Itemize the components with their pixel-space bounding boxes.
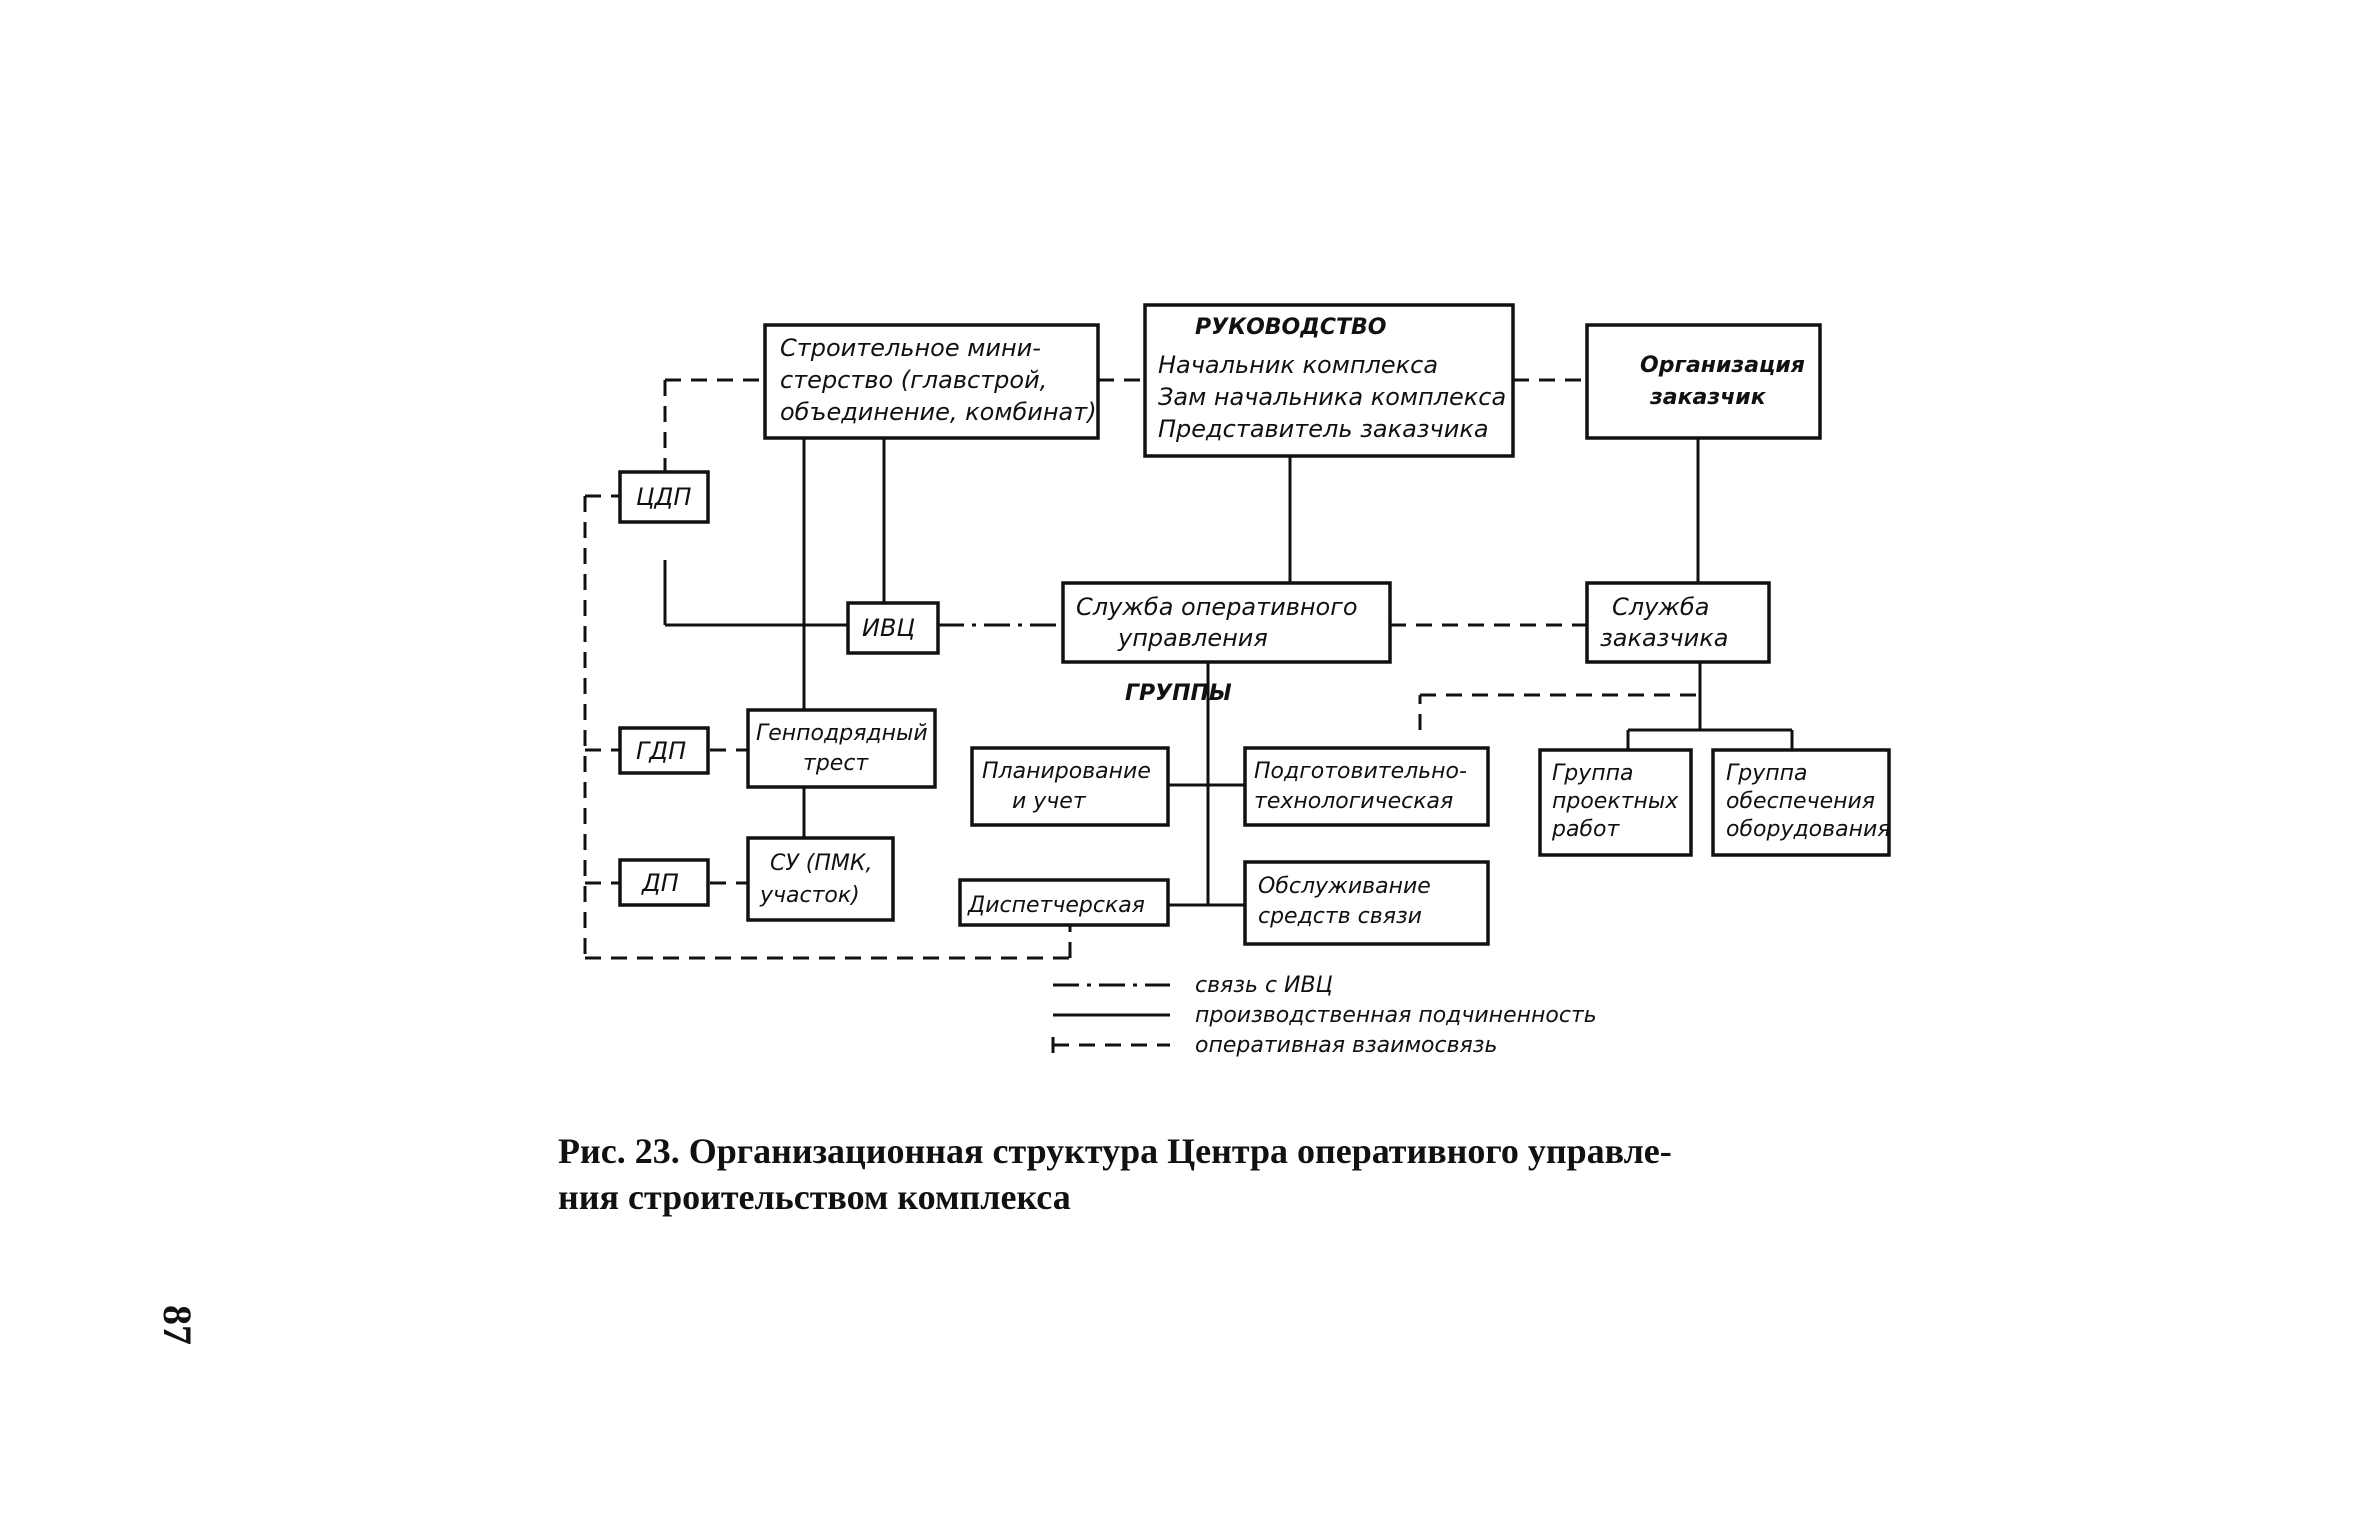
box-equipment-group-line1: Группа [1726, 761, 1808, 786]
box-ivc-label: ИВЦ [862, 614, 915, 642]
box-leadership-line2: Зам начальника комплекса [1158, 383, 1506, 411]
figure-caption-line2: ния строительством комплекса [558, 1177, 1071, 1217]
box-planning-line2: и учет [1012, 789, 1087, 814]
box-equipment-group-line3: оборудования [1726, 817, 1891, 842]
legend-ivc-link-label: связь с ИВЦ [1195, 973, 1333, 998]
box-design-group: Группа проектных работ [1538, 748, 1693, 857]
box-ministry: Строительное мини- стерство (главстрой, … [763, 323, 1100, 440]
box-customer-org-line1: Организация [1640, 353, 1805, 378]
box-customer-service-line1: Служба [1612, 593, 1709, 621]
box-gdp-label: ГДП [636, 737, 686, 765]
box-planning: Планирование и учет [970, 746, 1170, 827]
box-dp: ДП [618, 858, 710, 907]
box-equipment-group-line2: обеспечения [1726, 789, 1875, 814]
box-design-group-line1: Группа [1552, 761, 1634, 786]
box-leadership: РУКОВОДСТВО Начальник комплекса Зам нача… [1143, 303, 1515, 458]
box-ops-service-line2: управления [1117, 624, 1268, 652]
box-su: СУ (ПМК, участок) [746, 836, 895, 922]
box-leadership-line1: Начальник комплекса [1158, 351, 1438, 379]
box-customer-service: Служба заказчика [1585, 581, 1771, 664]
groups-label: ГРУППЫ [1125, 681, 1232, 706]
box-prep-tech-line1: Подготовительно- [1254, 759, 1467, 784]
page-number: 87 [155, 1305, 200, 1345]
box-prep-tech: Подготовительно- технологическая [1243, 746, 1490, 827]
box-cdp: ЦДП [618, 470, 710, 524]
box-equipment-group: Группа обеспечения оборудования [1711, 748, 1891, 857]
box-customer-service-line2: заказчика [1600, 624, 1728, 652]
box-customer-org: Организация заказчик [1585, 323, 1822, 440]
legend: связь с ИВЦ производственная подчиненнос… [1051, 973, 1597, 1058]
box-dispatch: Диспетчерская [958, 878, 1170, 927]
box-general-trust: Генподрядный трест [746, 708, 937, 789]
box-ministry-line1: Строительное мини- [780, 334, 1041, 362]
legend-production-label: производственная подчиненность [1195, 1003, 1597, 1028]
box-general-trust-line1: Генподрядный [756, 721, 928, 746]
box-comms: Обслуживание средств связи [1243, 860, 1490, 946]
box-general-trust-line2: трест [803, 751, 869, 776]
box-customer-org-line2: заказчик [1649, 385, 1767, 410]
box-gdp: ГДП [618, 726, 710, 775]
box-design-group-line3: работ [1551, 817, 1620, 842]
box-leadership-title: РУКОВОДСТВО [1195, 315, 1386, 340]
figure-caption-line1: Рис. 23. Организационная структура Центр… [558, 1131, 1672, 1171]
box-dispatch-label: Диспетчерская [967, 893, 1145, 918]
box-su-line2: участок) [759, 883, 860, 908]
box-design-group-line2: проектных [1552, 789, 1679, 814]
box-prep-tech-line2: технологическая [1254, 789, 1453, 814]
box-ministry-line2: стерство (главстрой, [780, 366, 1047, 394]
legend-operative-label: оперативная взаимосвязь [1195, 1033, 1497, 1058]
box-ivc: ИВЦ [846, 601, 940, 655]
box-comms-line1: Обслуживание [1258, 874, 1431, 899]
box-planning-line1: Планирование [982, 759, 1151, 784]
box-comms-line2: средств связи [1258, 904, 1422, 929]
box-ops-service-line1: Служба оперативного [1076, 593, 1358, 621]
box-leadership-line3: Представитель заказчика [1158, 415, 1489, 443]
box-dp-label: ДП [641, 869, 679, 897]
connection-lines [583, 378, 1794, 960]
box-su-line1: СУ (ПМК, [770, 851, 872, 876]
box-cdp-label: ЦДП [636, 483, 691, 511]
box-ops-service: Служба оперативного управления [1061, 581, 1392, 664]
figure-caption: Рис. 23. Организационная структура Центр… [558, 1128, 1778, 1220]
box-ministry-line3: объединение, комбинат) [780, 398, 1097, 426]
